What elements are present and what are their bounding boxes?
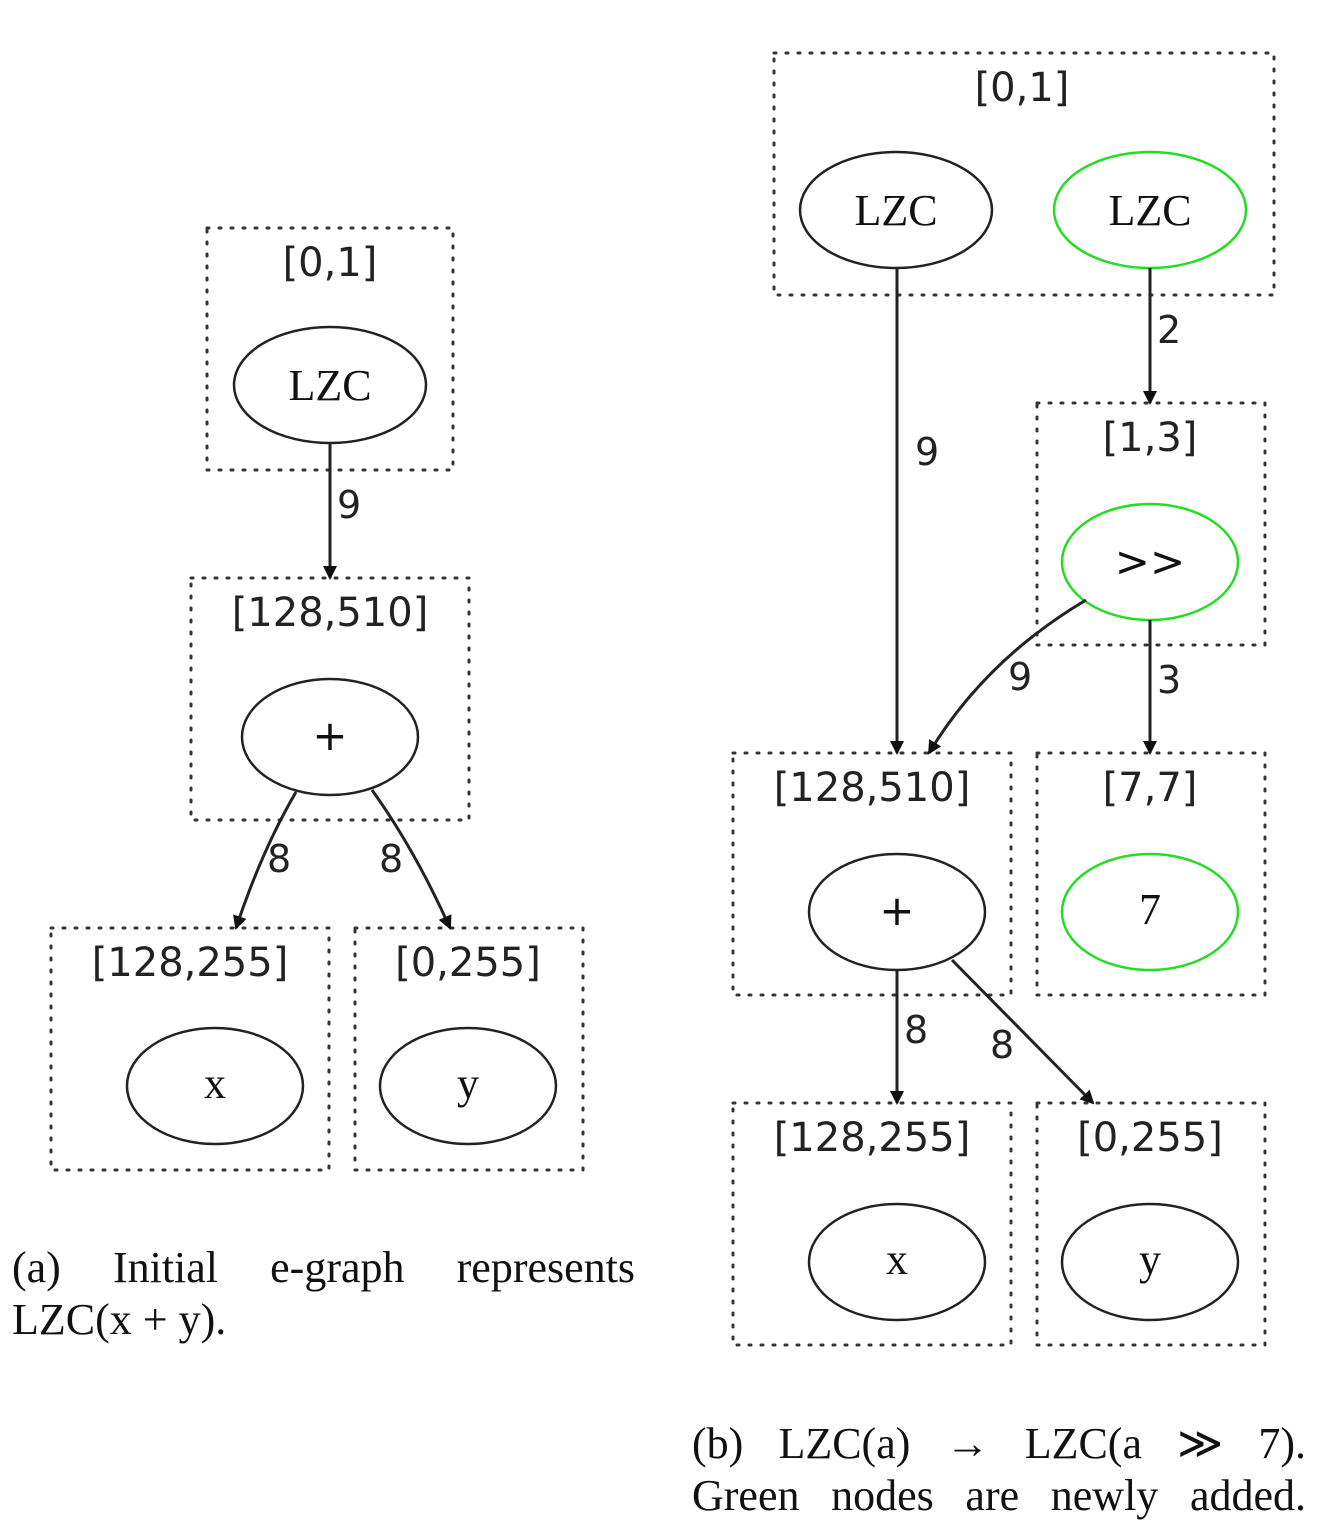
cluster-a-top-label: [0,1] (283, 240, 378, 286)
cluster-a-x-label: [128,255] (92, 940, 289, 986)
caption-b-line2: Green nodes are newly added. (692, 1471, 1306, 1520)
edge-a-plus-y-label: 8 (379, 837, 403, 881)
diagram-a: [0,1] [128,510] [128,255] [0,255] LZC + … (49, 226, 585, 1172)
node-a-plus-label: + (312, 711, 347, 760)
cluster-b-y-label: [0,255] (1077, 1115, 1223, 1161)
node-b-x (807, 1202, 987, 1322)
caption-b-line1: (b) LZC(a) → LZC(a ≫ 7). (692, 1419, 1306, 1468)
edge-b-plus-y (950, 958, 1095, 1105)
cluster-b-sum-label: [128,510] (774, 765, 971, 811)
node-b-plus-label: + (879, 886, 914, 935)
cluster-a-mid (189, 576, 471, 822)
edge-b-lzcnew-shift-label: 2 (1157, 308, 1181, 352)
edge-b-shift-plus (927, 598, 1087, 755)
node-a-y (378, 1026, 558, 1146)
caption-a-line2: LZC(x + y). (12, 1295, 227, 1344)
cluster-b-top-label: [0,1] (975, 65, 1070, 111)
caption-a-line1: (a) Initial e-graph represents (12, 1243, 635, 1292)
node-b-shift-label: >> (1115, 537, 1185, 586)
diagram-b: [0,1] [1,3] [128,510] [7,7] [128,255] [0… (731, 51, 1276, 1347)
edge-b-plus-x-label: 8 (904, 1008, 928, 1052)
node-b-x-label: x (886, 1235, 908, 1284)
edge-a-plus-y (370, 789, 452, 930)
node-a-lzc-label: LZC (288, 361, 371, 410)
node-b-y-label: y (1139, 1235, 1161, 1284)
cluster-b-x-label: [128,255] (774, 1115, 971, 1161)
cluster-a-mid-label: [128,510] (232, 590, 429, 636)
node-a-x (125, 1026, 305, 1146)
node-b-y (1060, 1202, 1240, 1322)
edge-a-plus-x-label: 8 (267, 837, 291, 881)
caption-a: (a) Initial e-graph represents LZC(x + y… (12, 1242, 635, 1346)
cluster-a-x (49, 926, 331, 1172)
edge-b-lzcold-plus-label: 9 (915, 430, 939, 474)
node-a-plus (240, 677, 420, 797)
edge-a-plus-x (233, 791, 298, 930)
cluster-a-y-label: [0,255] (395, 940, 541, 986)
node-a-x-label: x (204, 1059, 226, 1108)
cluster-b-x (731, 1101, 1013, 1347)
node-b-lzc-old-label: LZC (854, 186, 937, 235)
cluster-b-seven-label: [7,7] (1103, 765, 1198, 811)
edge-b-shift-seven-label: 3 (1157, 658, 1181, 702)
cluster-b-sum (731, 751, 1013, 997)
node-a-y-label: y (457, 1059, 479, 1108)
cluster-b-y (1035, 1101, 1267, 1347)
edge-b-plus-y-label: 8 (990, 1023, 1014, 1067)
cluster-b-seven (1035, 751, 1267, 997)
cluster-a-y (353, 926, 585, 1172)
cluster-b-shift-label: [1,3] (1103, 415, 1198, 461)
caption-b: (b) LZC(a) → LZC(a ≫ 7). Green nodes are… (692, 1418, 1306, 1522)
node-b-seven-label: 7 (1139, 885, 1161, 934)
edge-b-shift-plus-label: 9 (1008, 655, 1032, 699)
node-b-seven (1060, 852, 1240, 972)
edge-a-lzc-plus-label: 9 (337, 483, 361, 527)
cluster-b-shift (1035, 401, 1267, 647)
node-b-lzc-new-label: LZC (1108, 186, 1191, 235)
